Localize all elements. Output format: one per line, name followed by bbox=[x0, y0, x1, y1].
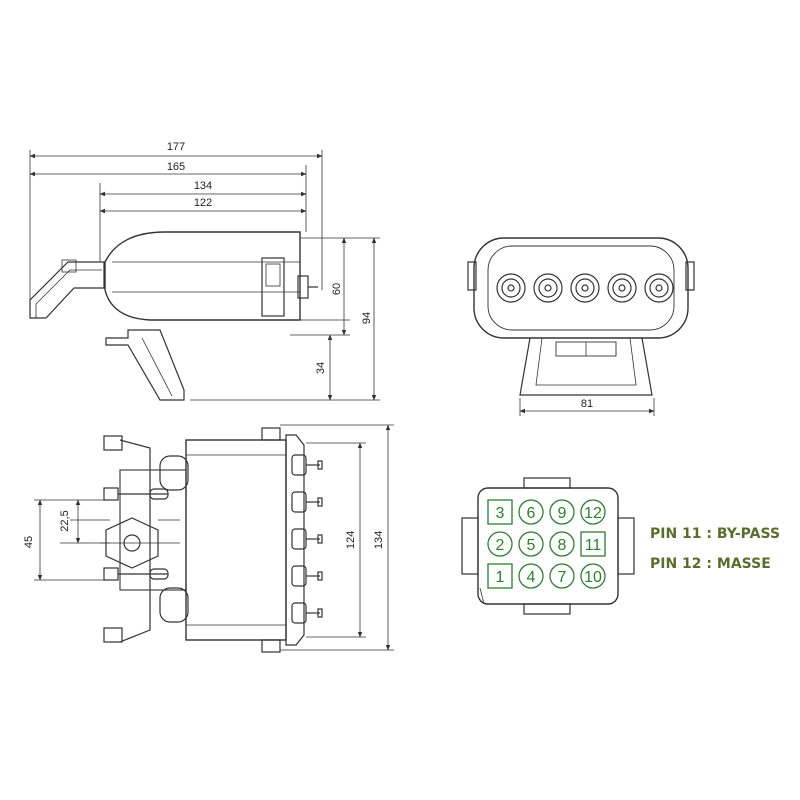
pin-9-label: 9 bbox=[558, 505, 567, 522]
top-ports bbox=[291, 454, 323, 624]
pin-8-outline bbox=[549, 531, 575, 557]
pin-12-outline bbox=[580, 499, 606, 525]
pin-7-outline bbox=[549, 563, 575, 589]
dim-81: 81 bbox=[581, 398, 593, 410]
dim-122: 122 bbox=[194, 197, 212, 209]
dim-34: 34 bbox=[315, 362, 327, 374]
dim-124: 124 bbox=[345, 531, 357, 549]
legend-pin11: PIN 11 : BY-PASS bbox=[650, 526, 780, 542]
pin-5-label: 5 bbox=[527, 537, 536, 554]
side-view bbox=[29, 150, 380, 401]
pin-10-label: 10 bbox=[584, 569, 602, 586]
dim-45: 45 bbox=[23, 536, 35, 548]
pin-4-label: 4 bbox=[527, 569, 536, 586]
pin-10-outline bbox=[580, 563, 606, 589]
dim-22-5: 22,5 bbox=[59, 510, 71, 531]
pin-3-outline bbox=[487, 499, 513, 525]
top-view bbox=[34, 424, 394, 653]
pin-11-label: 11 bbox=[585, 537, 602, 554]
dim-134-top: 134 bbox=[373, 531, 385, 549]
pin-11-outline bbox=[580, 531, 606, 557]
pin-1-label: 1 bbox=[496, 569, 505, 586]
pin-1-outline bbox=[487, 563, 513, 589]
pin-4-outline bbox=[518, 563, 544, 589]
legend-pin12: PIN 12 : MASSE bbox=[650, 556, 771, 572]
dim-134-side: 134 bbox=[194, 180, 212, 192]
connector-pinout bbox=[461, 477, 635, 615]
front-ports bbox=[496, 273, 674, 303]
dim-177: 177 bbox=[167, 141, 185, 153]
pin-3-label: 3 bbox=[496, 505, 505, 522]
pin-2-label: 2 bbox=[496, 537, 505, 554]
pin-8-label: 8 bbox=[558, 537, 567, 554]
pin-12-label: 12 bbox=[584, 505, 602, 522]
dim-60: 60 bbox=[331, 283, 343, 295]
pin-5-outline bbox=[518, 531, 544, 557]
dim-94: 94 bbox=[361, 312, 373, 324]
dim-165: 165 bbox=[167, 161, 185, 173]
pin-2-outline bbox=[487, 531, 513, 557]
pin-6-outline bbox=[518, 499, 544, 525]
front-view bbox=[467, 237, 695, 416]
pin-6-label: 6 bbox=[527, 505, 536, 522]
pin-7-label: 7 bbox=[558, 569, 567, 586]
pin-9-outline bbox=[549, 499, 575, 525]
